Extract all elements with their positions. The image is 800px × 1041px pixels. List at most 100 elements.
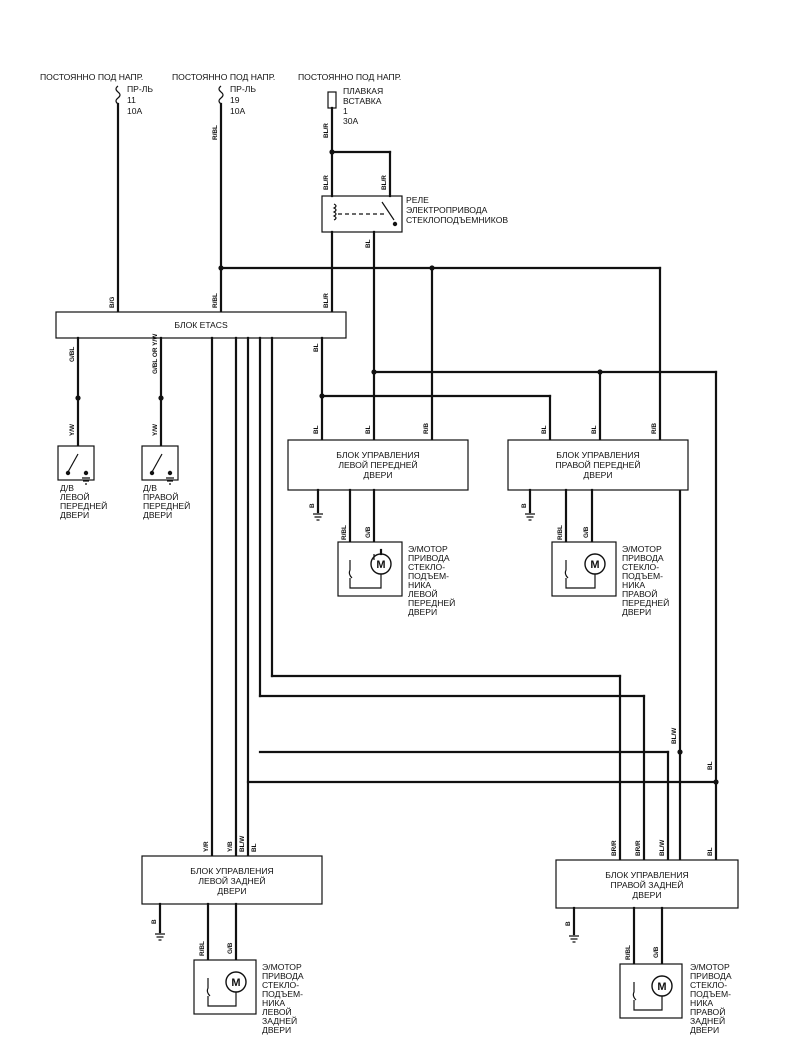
svg-text:БЛОК УПРАВЛЕНИЯ: БЛОК УПРАВЛЕНИЯ xyxy=(190,866,273,876)
relay-contact-icon xyxy=(381,201,395,221)
svg-text:R/BL: R/BL xyxy=(625,945,632,960)
svg-text:Y/R: Y/R xyxy=(203,841,210,852)
svg-text:ЛЕВОЙ ЗАДНЕЙ: ЛЕВОЙ ЗАДНЕЙ xyxy=(198,875,265,886)
svg-text:B: B xyxy=(565,921,572,926)
front-unit-outputs: B R/BL G/B B R/BL G/B xyxy=(309,488,594,544)
svg-text:G/BL: G/BL xyxy=(69,347,76,362)
motor-box xyxy=(551,541,617,597)
svg-text:B: B xyxy=(151,919,158,924)
switch-box xyxy=(141,445,179,481)
svg-text:СТЕКЛО-: СТЕКЛО- xyxy=(622,562,659,572)
switch-contact-icon xyxy=(67,453,79,473)
control-unit-front-right: БЛОК УПРАВЛЕНИЯ ПРАВОЙ ПЕРЕДНЕЙ ДВЕРИ xyxy=(507,439,689,491)
motor-box xyxy=(619,963,683,1019)
etacs-label: БЛОК ETACS xyxy=(174,320,228,330)
ground-icon xyxy=(155,933,165,941)
source-fuse-19: ПОСТОЯННО ПОД НАПР. ПР-ЛЬ 19 10А xyxy=(172,72,275,116)
relay-label-3: СТЕКЛОПОДЪЕМНИКОВ xyxy=(406,215,508,225)
svg-text:ДВЕРИ: ДВЕРИ xyxy=(217,886,246,896)
svg-text:Э/МОТОР: Э/МОТОР xyxy=(622,544,662,554)
svg-text:BL/R: BL/R xyxy=(323,123,330,138)
relay-terminal xyxy=(392,221,398,227)
motor-front-left: M Э/МОТОР ПРИВОДА СТЕКЛО- ПОДЪЕМ- НИКА Л… xyxy=(337,541,455,617)
svg-text:Э/МОТОР: Э/МОТОР xyxy=(408,544,448,554)
svg-text:BL/R: BL/R xyxy=(323,175,330,190)
unit-box xyxy=(287,439,469,491)
fuse-name: ПР-ЛЬ xyxy=(230,84,256,94)
source-label: ПОСТОЯННО ПОД НАПР. xyxy=(298,72,401,82)
svg-text:ДВЕРИ: ДВЕРИ xyxy=(363,470,392,480)
svg-text:R/BL: R/BL xyxy=(199,941,206,956)
svg-text:Д/В: Д/В xyxy=(143,483,157,493)
svg-text:M: M xyxy=(657,981,666,993)
fuse-name: ПР-ЛЬ xyxy=(127,84,153,94)
svg-text:ДВЕРИ: ДВЕРИ xyxy=(622,607,651,617)
svg-text:ЗАДНЕЙ: ЗАДНЕЙ xyxy=(262,1015,297,1026)
svg-text:ДВЕРИ: ДВЕРИ xyxy=(408,607,437,617)
svg-text:ЗАДНЕЙ: ЗАДНЕЙ xyxy=(690,1015,725,1026)
svg-text:BL/W: BL/W xyxy=(239,835,246,852)
motor-front-right: M Э/МОТОР ПРИВОДА СТЕКЛО- ПОДЪЕМ- НИКА П… xyxy=(551,541,669,617)
source-fuse-11: ПОСТОЯННО ПОД НАПР. ПР-ЛЬ 11 10А xyxy=(40,72,153,116)
ground-icon xyxy=(313,513,323,521)
power-window-relay: РЕЛЕ ЭЛЕКТРОПРИВОДА СТЕКЛОПОДЪЕМНИКОВ xyxy=(321,195,508,233)
relay-coil-icon xyxy=(332,203,337,221)
svg-text:ПРИВОДА: ПРИВОДА xyxy=(690,971,732,981)
svg-text:ПЕРЕДНЕЙ: ПЕРЕДНЕЙ xyxy=(143,500,190,511)
svg-text:ПРАВОЙ: ПРАВОЙ xyxy=(690,1006,725,1017)
svg-text:НИКА: НИКА xyxy=(622,580,645,590)
svg-text:BL: BL xyxy=(365,239,372,248)
svg-text:R/BL: R/BL xyxy=(557,525,564,540)
svg-text:BL/R: BL/R xyxy=(381,175,388,190)
switch-box xyxy=(57,445,95,481)
svg-text:ДВЕРИ: ДВЕРИ xyxy=(632,890,661,900)
svg-text:R/B: R/B xyxy=(651,423,658,434)
svg-text:Y/W: Y/W xyxy=(69,423,76,436)
door-switch-front-left: Д/В ЛЕВОЙ ПЕРЕДНЕЙ ДВЕРИ xyxy=(57,445,107,520)
svg-text:Y/B: Y/B xyxy=(227,841,234,852)
svg-text:ПЕРЕДНЕЙ: ПЕРЕДНЕЙ xyxy=(408,597,455,608)
svg-text:BL: BL xyxy=(313,343,320,352)
fusible-link-rating: 30А xyxy=(343,116,359,126)
fuse-icon xyxy=(218,85,224,105)
source-label: ПОСТОЯННО ПОД НАПР. xyxy=(40,72,143,82)
motor-box xyxy=(193,959,257,1015)
mid-wiring: G/BL G/BL OR Y/W Y/W Y/W BL BL BL R/B BL… xyxy=(69,333,719,862)
svg-text:ПОДЪЕМ-: ПОДЪЕМ- xyxy=(622,571,663,581)
svg-text:ЛЕВОЙ: ЛЕВОЙ xyxy=(60,491,90,502)
svg-text:ПЕРЕДНЕЙ: ПЕРЕДНЕЙ xyxy=(622,597,669,608)
svg-text:ДВЕРИ: ДВЕРИ xyxy=(583,470,612,480)
svg-text:BL: BL xyxy=(591,425,598,434)
svg-text:G/B: G/B xyxy=(583,526,590,538)
svg-text:G/B: G/B xyxy=(653,946,660,958)
svg-text:M: M xyxy=(590,559,599,571)
svg-text:БЛОК УПРАВЛЕНИЯ: БЛОК УПРАВЛЕНИЯ xyxy=(556,450,639,460)
svg-text:БЛОК УПРАВЛЕНИЯ: БЛОК УПРАВЛЕНИЯ xyxy=(336,450,419,460)
motor-rear-right: M Э/МОТОР ПРИВОДА СТЕКЛО- ПОДЪЕМ- НИКА П… xyxy=(619,962,732,1035)
svg-text:G/BL OR Y/W: G/BL OR Y/W xyxy=(152,333,159,374)
svg-text:ПРИВОДА: ПРИВОДА xyxy=(408,553,450,563)
svg-text:ПРИВОДА: ПРИВОДА xyxy=(622,553,664,563)
svg-text:ПРИВОДА: ПРИВОДА xyxy=(262,971,304,981)
svg-text:M: M xyxy=(231,977,240,989)
svg-text:НИКА: НИКА xyxy=(690,998,713,1008)
svg-text:R/B: R/B xyxy=(423,423,430,434)
svg-text:ПРАВОЙ ЗАДНЕЙ: ПРАВОЙ ЗАДНЕЙ xyxy=(611,879,684,890)
motor-rear-left: M Э/МОТОР ПРИВОДА СТЕКЛО- ПОДЪЕМ- НИКА Л… xyxy=(193,959,304,1035)
unit-box xyxy=(507,439,689,491)
svg-text:BL: BL xyxy=(313,425,320,434)
svg-text:ДВЕРИ: ДВЕРИ xyxy=(262,1025,291,1035)
svg-text:BL: BL xyxy=(707,847,714,856)
svg-text:ЛЕВОЙ: ЛЕВОЙ xyxy=(408,588,438,599)
fusible-link-name: ПЛАВКАЯ xyxy=(343,86,383,96)
svg-text:BL: BL xyxy=(707,761,714,770)
svg-text:БЛОК УПРАВЛЕНИЯ: БЛОК УПРАВЛЕНИЯ xyxy=(605,870,688,880)
svg-text:СТЕКЛО-: СТЕКЛО- xyxy=(262,980,299,990)
svg-text:СТЕКЛО-: СТЕКЛО- xyxy=(408,562,445,572)
svg-text:R/BL: R/BL xyxy=(212,293,219,308)
fuse-number: 11 xyxy=(127,95,136,105)
svg-text:BL: BL xyxy=(365,425,372,434)
svg-text:ПРАВОЙ ПЕРЕДНЕЙ: ПРАВОЙ ПЕРЕДНЕЙ xyxy=(555,459,640,470)
svg-text:ЛЕВОЙ ПЕРЕДНЕЙ: ЛЕВОЙ ПЕРЕДНЕЙ xyxy=(338,459,417,470)
